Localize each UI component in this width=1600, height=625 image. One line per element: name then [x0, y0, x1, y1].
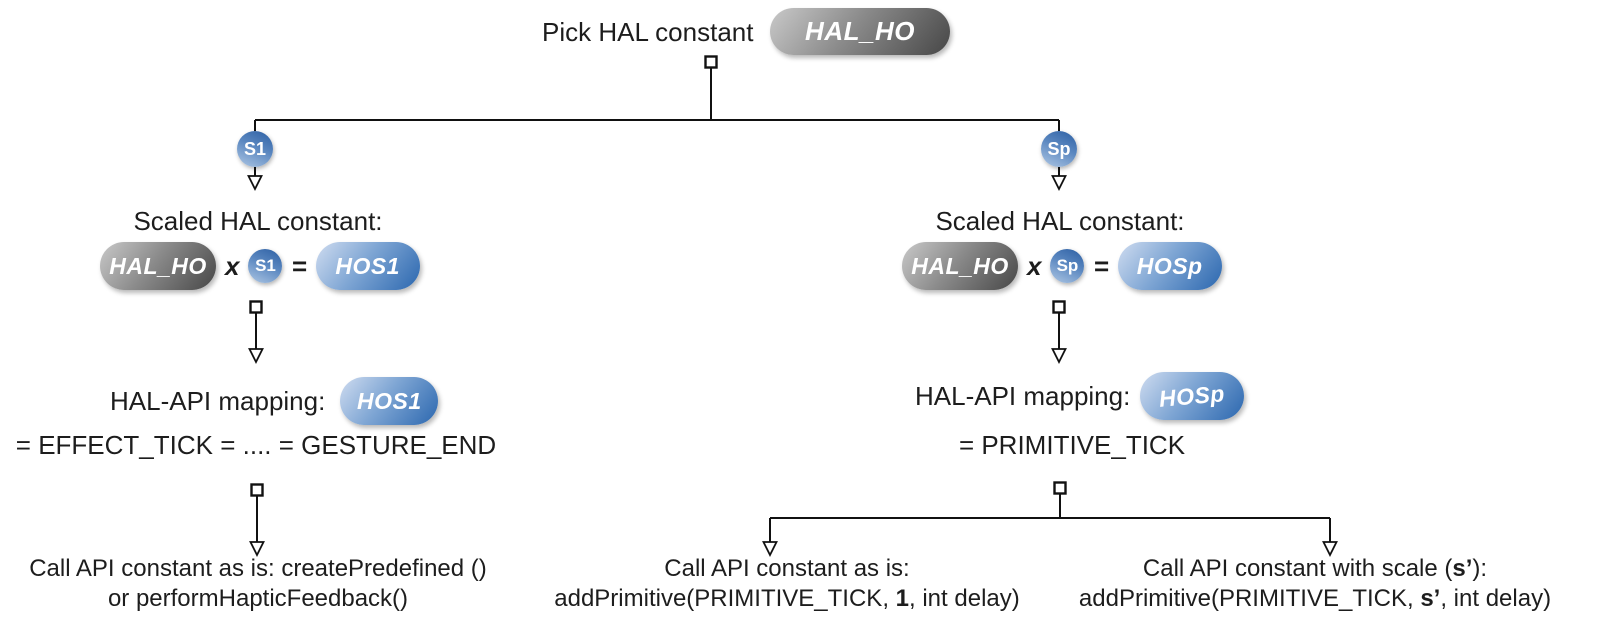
multiply-operator: x — [225, 250, 240, 281]
mapping-label-right: HAL-API mapping: — [915, 380, 1131, 411]
call-text: Call API constant with scale ( — [1142, 555, 1453, 582]
call-text: , int delay) — [909, 585, 1020, 612]
wire-paths — [254, 67, 1331, 542]
call-text: addPrimitive(PRIMITIVE_TICK, — [554, 585, 896, 612]
scale-value-bold: s’ — [1420, 585, 1441, 612]
call-line-2: or performHapticFeedback() — [107, 585, 409, 612]
multiply-operator: x — [1027, 250, 1042, 281]
mapping-pill-hos1: HOS1 — [340, 377, 439, 425]
connector-squares — [249, 55, 1067, 497]
mapping-pill-hosp-label: HOSp — [1158, 379, 1227, 412]
scale-badge-sp-small: Sp — [1050, 249, 1085, 283]
hal-constant-pill: HAL_HO — [770, 8, 950, 55]
mapping-equation-right: = PRIMITIVE_TICK — [958, 430, 1186, 460]
arrowheads-down — [247, 175, 1338, 558]
scaled-label-right: Scaled HAL constant: — [935, 206, 1185, 236]
call-predefined: Call API constant as is: createPredefine… — [0, 554, 516, 614]
call-line-2: addPrimitive(PRIMITIVE_TICK, 1, int dela… — [527, 584, 1047, 614]
pick-hal-label: Pick HAL constant — [542, 17, 754, 47]
scale-badge-s1-small: S1 — [248, 249, 283, 283]
mapping-row-left: HAL-API mapping: HOS1 — [110, 375, 439, 427]
call-primitive-as-is: Call API constant as is: addPrimitive(PR… — [527, 554, 1047, 614]
call-text: addPrimitive(PRIMITIVE_TICK, — [1078, 585, 1421, 612]
call-primitive-scaled: Call API constant with scale (s’): addPr… — [1055, 554, 1575, 614]
result-pill-hosp: HOSp — [1117, 242, 1222, 290]
scale-badge-s1: S1 — [237, 131, 273, 167]
call-text: ): — [1472, 555, 1488, 582]
scale-value-bold: 1 — [895, 585, 910, 612]
scale-value-bold: s’ — [1452, 555, 1473, 582]
call-text: , int delay) — [1440, 585, 1552, 612]
equals-operator: = — [291, 250, 307, 281]
hal-pill: HAL_HO — [100, 242, 216, 290]
mapping-pill-hosp: HOSp — [1140, 372, 1245, 420]
scale-badge-sp: Sp — [1041, 131, 1077, 167]
call-line-1: Call API constant with scale (s’): — [1055, 554, 1575, 584]
call-line-1: Call API constant as is: — [664, 555, 910, 582]
equals-operator: = — [1093, 250, 1109, 281]
call-line-1: Call API constant as is: createPredefine… — [29, 555, 487, 582]
mapping-label-left: HAL-API mapping: — [110, 385, 326, 416]
call-line-2: addPrimitive(PRIMITIVE_TICK, s’, int del… — [1055, 584, 1575, 614]
scaled-label-left: Scaled HAL constant: — [133, 206, 383, 236]
mapping-equation-left: = EFFECT_TICK = .... = GESTURE_END — [15, 430, 497, 460]
formula-left: HAL_HO x S1 = HOS1 — [100, 242, 420, 290]
hal-pill: HAL_HO — [902, 242, 1018, 290]
mapping-row-right: HAL-API mapping: HOSp — [915, 370, 1245, 422]
result-pill-hos1: HOS1 — [315, 242, 420, 290]
formula-right: HAL_HO x Sp = HOSp — [902, 242, 1222, 290]
